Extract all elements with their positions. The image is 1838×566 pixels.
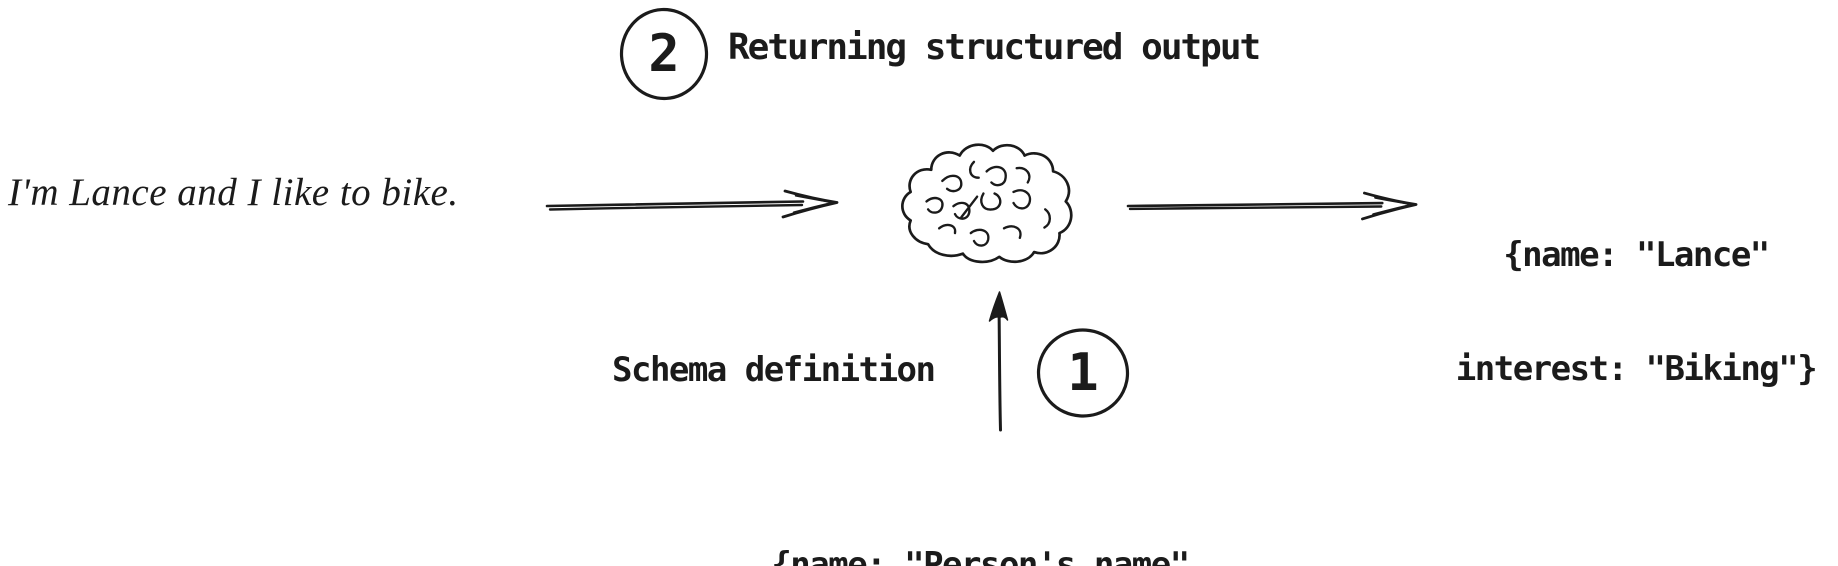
- arrow-right-input-icon: [545, 188, 845, 222]
- user-message-text: I'm Lance and I like to bike.: [8, 171, 459, 214]
- schema-json: {name: "Person's name" interest: "Person…: [630, 470, 1330, 566]
- step-1-badge: 1: [1036, 327, 1130, 419]
- output-json: {name: "Lance" interest: "Biking"}: [1440, 160, 1832, 464]
- arrow-right-output-icon: [1126, 190, 1424, 224]
- step-2-label: Returning structured output: [728, 27, 1261, 68]
- brain-icon: [898, 138, 1080, 272]
- step-1-label: Schema definition: [612, 350, 936, 390]
- output-json-line2: interest: "Biking"}: [1455, 349, 1818, 389]
- schema-json-line1: {name: "Person's name": [771, 545, 1190, 566]
- arrow-up-icon: [984, 290, 1018, 432]
- step-2-number: 2: [648, 24, 680, 84]
- output-json-line1: {name: "Lance": [1503, 235, 1770, 275]
- circle-outline-icon: [1036, 328, 1130, 418]
- circle-outline-icon: [619, 7, 709, 101]
- step-1-number: 1: [1067, 343, 1099, 403]
- step-2-badge: 2: [619, 7, 709, 101]
